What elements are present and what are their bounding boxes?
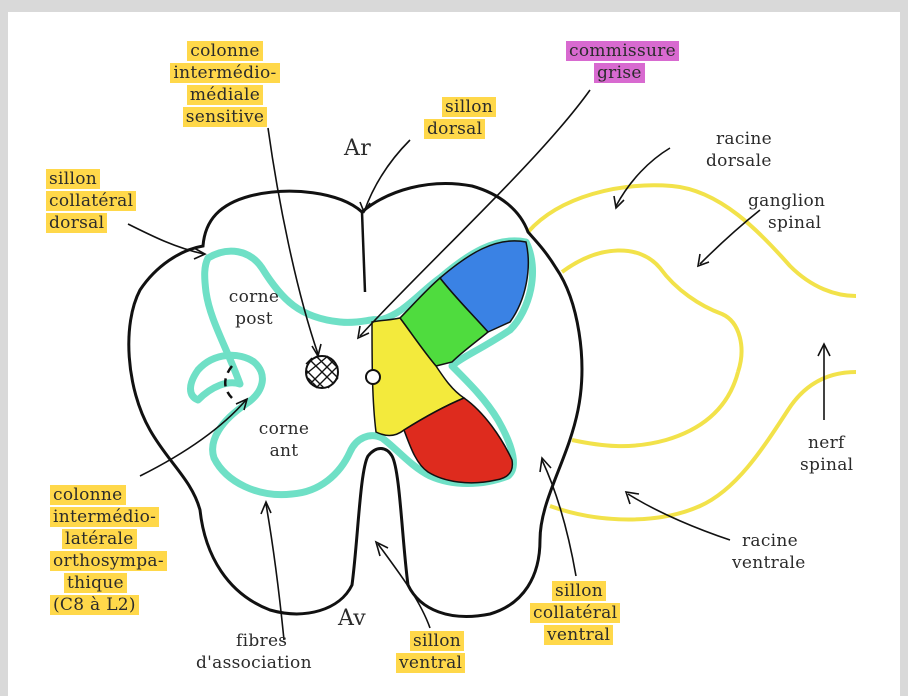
label-line: colonne [187, 41, 263, 61]
label-line: corne [214, 286, 294, 308]
label-line: commissure [566, 41, 679, 61]
label-line: d'association [196, 652, 312, 674]
label-line: dorsal [424, 119, 485, 139]
label-av: Av [338, 608, 366, 630]
label-fibres-association: fibres d'association [196, 630, 312, 674]
label-ganglion-spinal: ganglion spinal [748, 190, 825, 234]
label-line: corne [244, 418, 324, 440]
label-nerf-spinal: nerf spinal [800, 432, 853, 476]
label-line: racine [732, 530, 806, 552]
label-line: spinal [800, 454, 853, 476]
ventral-root-line [572, 372, 738, 446]
label-line: sillon [410, 631, 464, 651]
label-line: orthosympa- [50, 551, 167, 571]
label-line: ganglion [748, 190, 825, 212]
label-line: médiale [187, 85, 263, 105]
label-line: sillon [46, 169, 100, 189]
label-col-intermedio-laterale: colonne intermédio- latérale orthosympa-… [50, 484, 167, 616]
label-ar: Ar [344, 138, 371, 160]
label-line: ventral [396, 653, 465, 673]
label-line: intermédio- [50, 507, 159, 527]
label-line: collatéral [530, 603, 620, 623]
label-line: thique [64, 573, 127, 593]
label-line: intermédio- [170, 63, 279, 83]
label-line: grise [594, 63, 645, 83]
label-sillon-dorsal: sillon dorsal [424, 96, 496, 140]
label-line: collatéral [46, 191, 136, 211]
intermediomedial-column [306, 356, 338, 388]
label-line: colonne [50, 485, 126, 505]
label-line: dorsal [46, 213, 107, 233]
label-racine-ventrale: racine ventrale [732, 530, 806, 574]
label-line: spinal [748, 212, 825, 234]
label-racine-dorsale: racine dorsale [706, 128, 772, 172]
label-corne-ant: corne ant [244, 418, 324, 462]
label-line: dorsale [706, 150, 772, 172]
label-col-intermedio-mediale: colonne intermédio- médiale sensitive [160, 40, 290, 128]
label-line: nerf [800, 432, 853, 454]
label-line: ventral [544, 625, 613, 645]
ganglion-inner-line [562, 250, 741, 372]
label-corne-post: corne post [214, 286, 294, 330]
label-line: racine [706, 128, 772, 150]
label-sillon-collateral-ventral: sillon collatéral ventral [530, 580, 620, 646]
label-line: fibres [196, 630, 312, 652]
label-line: latérale [62, 529, 137, 549]
label-sillon-collateral-dorsal: sillon collatéral dorsal [46, 168, 136, 234]
label-line: post [214, 308, 294, 330]
label-line: (C8 à L2) [50, 595, 139, 615]
label-line: ant [244, 440, 324, 462]
central-canal [366, 370, 380, 384]
label-line: ventrale [732, 552, 806, 574]
label-line: sillon [442, 97, 496, 117]
label-line: sillon [552, 581, 606, 601]
label-line: sensitive [183, 107, 268, 127]
label-commissure-grise: commissure grise [566, 40, 679, 84]
label-sillon-ventral: sillon ventral [396, 630, 465, 674]
